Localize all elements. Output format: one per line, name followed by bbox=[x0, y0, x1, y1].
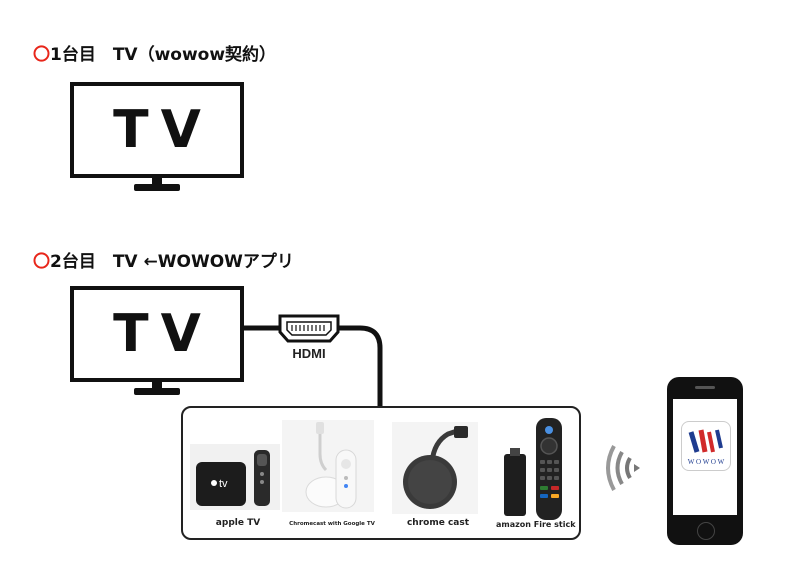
wowow-app-icon: W O W O W bbox=[681, 421, 731, 471]
heading-2-text: 2台目 TV ←WOWOWアプリ bbox=[50, 252, 294, 272]
chromecast-google-tv-device-icon bbox=[282, 420, 374, 512]
heading-tv-2: 〇2台目 TV ←WOWOWアプリ bbox=[33, 247, 294, 272]
heading-tv-1: 〇1台目 TV（wowow契約） bbox=[33, 40, 276, 65]
tv-2-stand-base bbox=[134, 388, 180, 395]
hdmi-label: HDMI bbox=[292, 346, 326, 361]
device-label-chromecast-google-tv: Chromecast with Google TV bbox=[289, 521, 375, 527]
phone-app-name: WOWOW bbox=[677, 489, 733, 502]
smartphone: W O W O W WOWOW bbox=[667, 377, 743, 545]
tv-1-screen: TV bbox=[70, 82, 244, 178]
wowow-logo-text: W O W O W bbox=[687, 458, 725, 466]
tv-1: TV bbox=[70, 82, 244, 192]
tv-1-label: TV bbox=[113, 100, 213, 160]
apple-tv-badge: tv bbox=[219, 478, 228, 490]
tv-1-stand-base bbox=[134, 184, 180, 191]
phone-speaker bbox=[695, 386, 715, 389]
red-circle-marker: 〇 bbox=[33, 45, 50, 65]
chromecast-device-icon bbox=[392, 422, 478, 514]
fire-tv-stick-device-icon bbox=[504, 418, 562, 520]
tv-1-stand-neck bbox=[152, 177, 162, 185]
tv-2-stand-neck bbox=[152, 381, 162, 389]
wowow-logo-icon bbox=[688, 429, 723, 453]
wireless-signal-icon bbox=[606, 445, 640, 491]
device-label-apple-tv: apple TV bbox=[215, 518, 261, 528]
phone-home-button bbox=[697, 522, 715, 540]
device-label-amazon-fire-stick: amazon Fire stick bbox=[496, 520, 576, 529]
heading-1-text: 1台目 TV（wowow契約） bbox=[50, 45, 277, 65]
tv-2: TV bbox=[70, 286, 244, 396]
phone-screen: W O W O W bbox=[673, 399, 737, 515]
apple-tv-device-icon: tv bbox=[190, 444, 280, 510]
device-label-chrome-cast: chrome cast bbox=[406, 518, 470, 528]
red-circle-marker: 〇 bbox=[33, 252, 50, 272]
tv-2-label: TV bbox=[113, 304, 213, 364]
hdmi-connector-icon bbox=[278, 314, 340, 343]
tv-2-screen: TV bbox=[70, 286, 244, 382]
